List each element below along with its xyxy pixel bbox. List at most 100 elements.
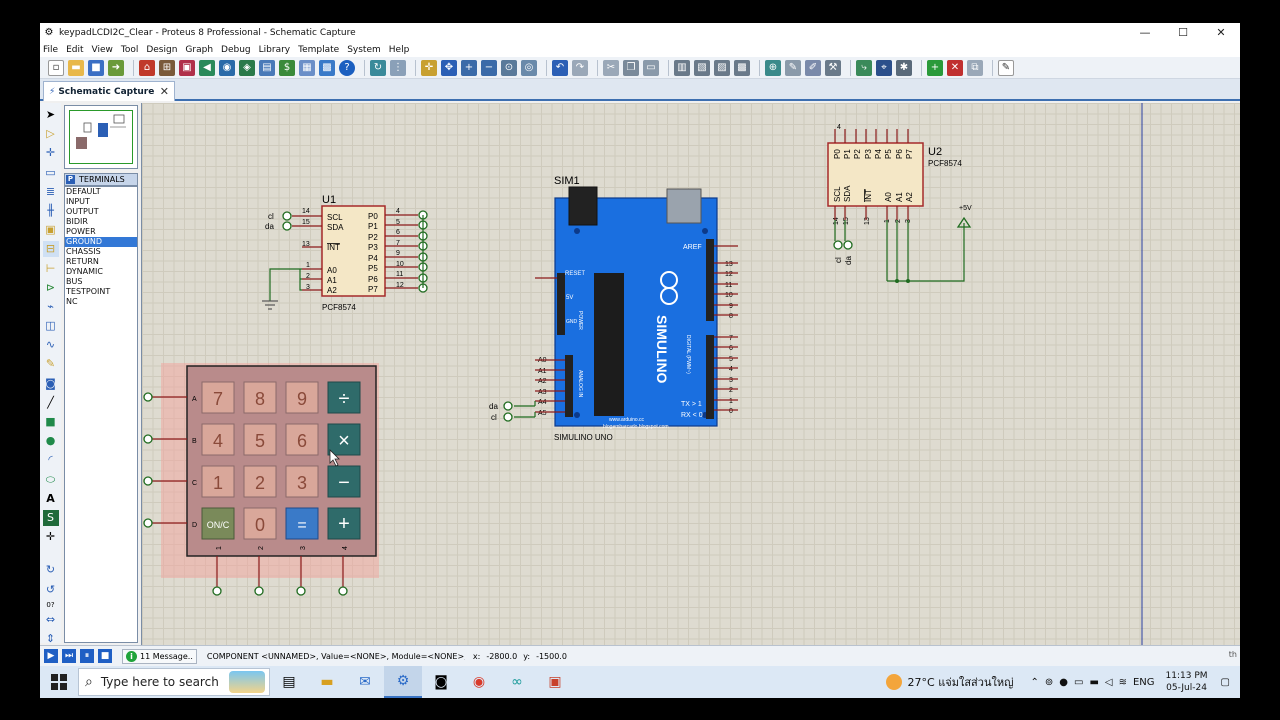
weather-widget[interactable]: 27°C แจ่มใสส่วนใหญ่ [885,673,1013,691]
u1-chip[interactable]: U1 PCF8574 SCL SDA INT A0 A1 A2 P0 P1 P2… [302,194,404,312]
undo-icon[interactable]: ↶ [552,59,568,76]
block-copy-icon[interactable]: ▥ [674,59,690,76]
people-icon[interactable]: ⊚ [1044,676,1054,688]
pause-button[interactable]: ⏸ [80,649,94,663]
generator-mode-icon[interactable]: ◫ [45,319,56,333]
selection-mode-icon[interactable]: ➤ [45,108,56,121]
video-app-icon[interactable]: ◙ [434,674,448,690]
line-tool-icon[interactable]: ╱ [47,395,54,409]
u2-chip[interactable]: U2 PCF8574 +5V 4 [827,124,972,212]
save-icon[interactable]: ■ [88,59,104,76]
pick-device-icon[interactable]: ⊕ [765,59,781,76]
powerpoint-icon[interactable]: ▣ [548,674,562,690]
keypad-key-1[interactable]: 1 [201,465,235,498]
terminal-item[interactable]: CHASSIS [66,247,101,256]
minimize-button[interactable]: — [1139,26,1151,39]
text-script-icon[interactable]: ≣ [45,184,56,198]
zoom-all-icon[interactable]: ⊙ [501,59,517,76]
mirror-x-icon[interactable]: ⇔ [45,612,56,626]
ground-symbol-icon[interactable] [262,300,278,310]
new-sheet-icon[interactable]: + [927,59,943,76]
child-sheet-icon[interactable]: ⧉ [967,59,983,76]
cut-icon[interactable]: ✂ [603,59,619,76]
search-tag-icon[interactable]: ⌖ [876,59,892,76]
copy-icon[interactable]: ❐ [623,59,639,76]
keypad-key-on-clear[interactable]: ON/C [201,507,235,540]
close-button[interactable]: ✕ [1216,26,1226,39]
terminal-item[interactable]: INPUT [66,197,90,206]
terminal-item[interactable]: BUS [66,277,83,286]
keypad-key-0[interactable]: 0 [243,507,277,540]
new-file-icon[interactable]: ▫ [48,59,64,76]
block-rotate-icon[interactable]: ▨ [714,59,730,76]
terminal-item[interactable]: TESTPOINT [66,287,111,296]
rotation-value[interactable]: 0? [46,600,55,609]
rotate-clockwise-icon[interactable]: ↻ [45,563,56,577]
schematic-icon[interactable]: ⊞ [159,59,175,76]
keypad-key-7[interactable]: 7 [201,381,235,414]
menu-view[interactable]: View [91,44,113,55]
messages-indicator[interactable]: i 11 Message.. [122,648,197,664]
decompose-icon[interactable]: ⚒ [825,59,841,76]
simulino-uno-board[interactable]: SIMULINO RESET 5V GND POWER ANALOG IN DI… [554,186,718,430]
stop-button[interactable]: ■ [98,649,112,663]
taskbar-clock[interactable]: 11:13 PM 05-Jul-24 [1166,670,1208,694]
power-arrow-icon[interactable] [956,216,972,228]
notification-icon[interactable]: ▢ [1220,676,1230,688]
proteus-taskbar-icon[interactable]: ⚙ [384,666,422,698]
start-button[interactable] [40,666,78,698]
redo-icon[interactable]: ↷ [572,59,588,76]
pcb-icon[interactable]: ▣ [179,59,195,76]
menu-library[interactable]: Library [258,44,291,55]
junction-dot-icon[interactable]: ✛ [45,146,56,160]
terminals-mode-icon[interactable]: ⊟ [42,241,59,258]
refresh-icon[interactable]: ↻ [370,59,386,76]
wire-autorouter-icon[interactable]: ⤷ [856,59,872,76]
step-button[interactable]: ⏭ [62,649,76,663]
arc-tool-icon[interactable]: ◜ [48,453,53,467]
volume-icon[interactable]: ◁ [1104,676,1113,688]
maximize-button[interactable]: ☐ [1178,26,1188,39]
help-icon[interactable]: ? [339,59,355,76]
keypad-key-minus[interactable]: − [327,465,361,498]
rotate-anticlockwise-icon[interactable]: ↺ [45,582,56,596]
task-view-icon[interactable]: ▤ [282,674,296,690]
menu-design[interactable]: Design [146,44,178,55]
wifi-icon[interactable]: ≋ [1118,676,1127,688]
terminal-item[interactable]: DYNAMIC [66,267,103,276]
wire-label-icon[interactable]: ▭ [45,165,56,179]
packaging-icon[interactable]: ✐ [805,59,821,76]
box-tool-icon[interactable]: ■ [45,415,56,428]
design-explorer-icon[interactable]: ▤ [259,59,275,76]
keypad-terminals[interactable] [143,392,348,596]
keypad-key-multiply[interactable]: × [327,423,361,456]
file-explorer-icon[interactable]: ▬ [320,674,334,690]
terminal-item[interactable]: RETURN [66,257,99,266]
keypad-key-9[interactable]: 9 [285,381,319,414]
display-icon[interactable]: ▭ [1073,676,1084,688]
menu-debug[interactable]: Debug [221,44,251,55]
keypad-key-8[interactable]: 8 [243,381,277,414]
play-button[interactable]: ▶ [44,649,58,663]
tape-recorder-icon[interactable]: ⌁ [47,299,54,313]
current-probe-icon[interactable]: ✎ [45,357,56,371]
menu-help[interactable]: Help [388,44,410,55]
zoom-out-icon[interactable]: − [481,59,497,76]
zoom-area-icon[interactable]: ◎ [521,59,537,76]
back-icon[interactable]: ◀ [199,59,215,76]
terminal-item[interactable]: NC [66,297,78,306]
virtual-instruments-icon[interactable]: ◙ [45,376,56,390]
pan-icon[interactable]: ✥ [441,59,457,76]
menu-graph[interactable]: Graph [185,44,214,55]
pick-devices-button[interactable]: P [66,175,75,184]
paste-icon[interactable]: ▭ [643,59,659,76]
import-icon[interactable]: ➜ [108,59,124,76]
buses-icon[interactable]: ╫ [47,203,54,217]
source-code-icon[interactable]: ▦ [299,59,315,76]
3d-view-icon[interactable]: ◈ [239,59,255,76]
terminal-item[interactable]: POWER [66,227,96,236]
netlist-icon[interactable]: ✎ [998,59,1014,76]
bom-icon[interactable]: $ [279,59,295,76]
block-move-icon[interactable]: ▧ [694,59,710,76]
marker-tool-icon[interactable]: ✛ [45,530,56,544]
